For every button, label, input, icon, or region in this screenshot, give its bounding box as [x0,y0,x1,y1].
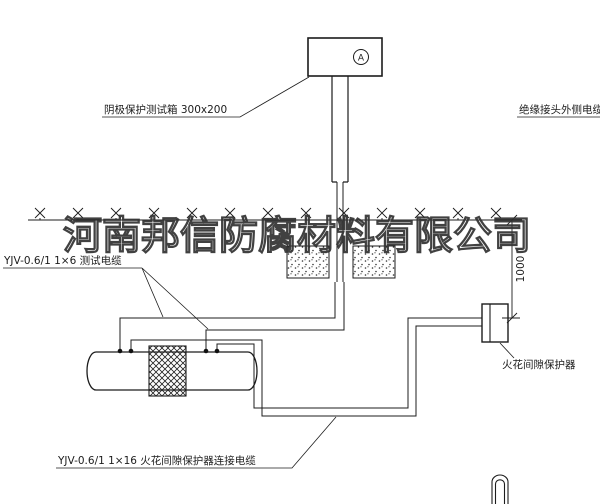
spark-gap-leader [499,342,515,359]
weld-point [117,348,123,354]
dimension-value: 1000 [515,256,527,283]
test-box-label: 阴极保护测试箱 300x200 [104,103,227,116]
weld-points [117,348,220,354]
insulating-joint [148,345,187,397]
test-box-leader [102,76,310,118]
spark-gap-cable-paths [130,317,482,417]
test-cable-paths [119,282,345,349]
concrete-block-left [286,245,330,279]
test-cable-leader [3,267,209,330]
test-cable-right [205,282,345,349]
concrete-block-right [352,245,396,279]
dimension-line [502,214,520,324]
spark-cable-b [216,317,482,409]
weld-point [203,348,209,354]
mounting-post [331,76,349,282]
weld-point [128,348,134,354]
test-box: A [307,37,383,77]
spark-cable-a [130,325,482,417]
spark-cable-label: YJV-0.6/1 1×16 火花间隙保护器连接电缆 [57,454,256,467]
pipe-riser-symbol [491,474,509,504]
weld-point [214,348,220,354]
ammeter-icon [353,49,369,65]
test-cable-label: YJV-0.6/1 1×6 测试电缆 [3,254,122,267]
spark-gap-protector-box [481,303,509,343]
watermark-text: 河南邦信防腐材料有限公司 [63,214,531,259]
outer-cable-label: 绝缘接头外侧电缆 [519,103,600,116]
spark-gap-label: 火花间隙保护器 [502,358,576,371]
ammeter-symbol: A [358,53,365,63]
test-cable-left [119,282,336,349]
spark-cable-leader [56,416,337,469]
leader-lines [3,76,600,469]
